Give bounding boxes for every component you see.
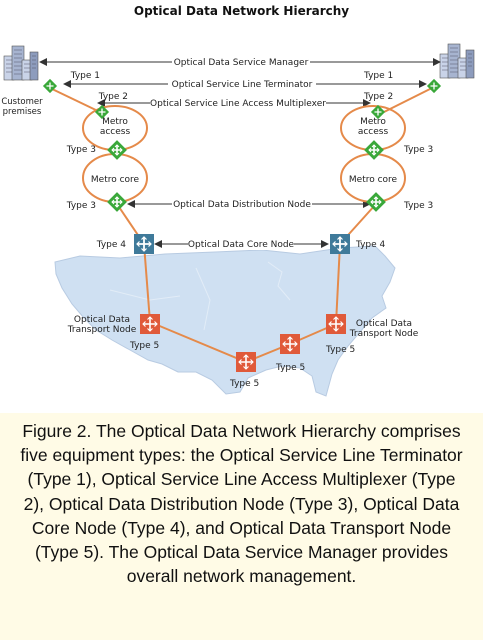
type1-node-right — [426, 78, 442, 94]
metro-core-label-left: Metro core — [91, 175, 140, 185]
type2-label-right: Type 2 — [363, 92, 393, 102]
type4-label-left: Type 4 — [96, 240, 127, 250]
network-diagram: Optical Data Service Manager Optical Ser… — [1, 43, 475, 397]
type4-label-right: Type 4 — [355, 240, 386, 250]
type3-label-left-access: Type 3 — [66, 145, 96, 155]
type4-node-left — [133, 233, 155, 255]
customer-building-left — [3, 45, 39, 81]
type3-node-left-access — [106, 139, 128, 161]
management-label: Optical Data Service Manager — [174, 58, 309, 68]
type3-line-label: Optical Data Distribution Node — [173, 200, 311, 210]
type1-label-left: Type 1 — [70, 71, 100, 81]
figure-caption: Figure 2. The Optical Data Network Hiera… — [0, 413, 483, 640]
figure-title: Optical Data Network Hierarchy — [133, 4, 350, 18]
type3-node-right-access — [363, 139, 385, 161]
type3-label-right-core: Type 3 — [403, 201, 433, 211]
type5-label-left: Type 5 — [129, 341, 159, 351]
metro-core-label-right: Metro core — [349, 175, 398, 185]
type2-line-label: Optical Service Line Access Multiplexer — [150, 99, 326, 109]
type2-label-left: Type 2 — [98, 92, 128, 102]
type1-label-right: Type 1 — [363, 71, 393, 81]
type5-node-left — [139, 313, 161, 335]
type5-label-right: Type 5 — [325, 345, 355, 355]
customer-building-right — [439, 43, 475, 79]
type1-line-label: Optical Service Line Terminator — [172, 80, 313, 90]
type5-node-bottom — [235, 351, 257, 373]
us-map — [54, 245, 396, 397]
type5-node-mid — [279, 333, 301, 355]
type3-label-left-core: Type 3 — [66, 201, 96, 211]
type4-line-label: Optical Data Core Node — [188, 240, 295, 250]
type5-label-bottom: Type 5 — [229, 379, 259, 389]
type3-node-right-core — [365, 191, 387, 213]
type4-node-right — [329, 233, 351, 255]
type3-node-left-core — [106, 191, 128, 213]
type3-label-right-access: Type 3 — [403, 145, 433, 155]
type5-label-mid: Type 5 — [275, 363, 305, 373]
type5-node-right — [325, 313, 347, 335]
